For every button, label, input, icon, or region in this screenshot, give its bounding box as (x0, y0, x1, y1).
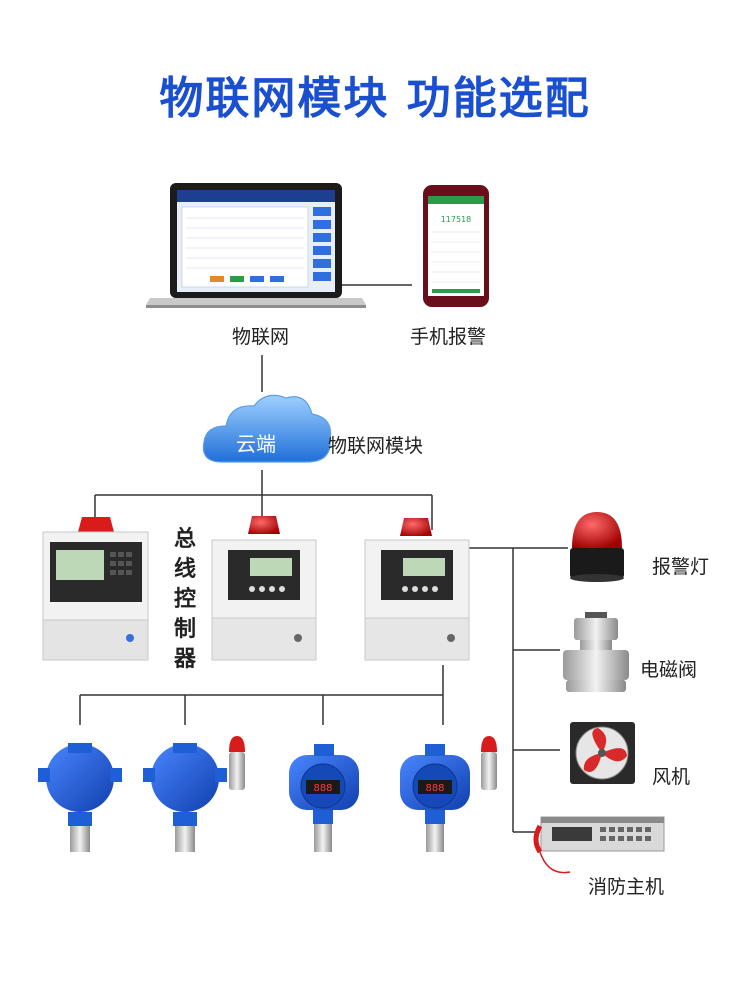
controller-device-3 (364, 518, 470, 661)
label-iot: 物联网 (232, 326, 290, 348)
alarm-light-icon (570, 512, 624, 582)
label-fan: 风机 (652, 766, 691, 788)
gas-detector-4: 888 (400, 736, 497, 852)
label-phone-alarm: 手机报警 (410, 326, 487, 348)
phone-icon: 117518 (423, 185, 489, 307)
label-fire-host: 消防主机 (588, 876, 665, 898)
connection-lines (79, 284, 568, 833)
svg-text:888: 888 (313, 783, 332, 794)
laptop-icon (146, 183, 366, 308)
fire-host-icon (533, 816, 665, 874)
label-solenoid-valve: 电磁阀 (640, 659, 698, 681)
label-alarm-light: 报警灯 (652, 556, 710, 578)
bus-controller-device (42, 517, 149, 661)
cloud-icon (202, 394, 332, 463)
controller-device-2 (211, 516, 317, 661)
solenoid-valve-icon (563, 612, 629, 692)
gas-detector-2 (143, 736, 245, 852)
fan-icon (570, 722, 635, 784)
label-iot-module: 物联网模块 (328, 435, 424, 457)
gas-detector-3: 888 (289, 744, 359, 852)
svg-text:117518: 117518 (441, 215, 472, 224)
gas-detector-1 (38, 743, 122, 852)
page-title: 物联网模块 功能选配 (159, 73, 591, 124)
label-cloud: 云端 (236, 432, 276, 456)
svg-text:888: 888 (425, 783, 444, 794)
label-bus-controller: 总线控制器 (173, 527, 196, 672)
